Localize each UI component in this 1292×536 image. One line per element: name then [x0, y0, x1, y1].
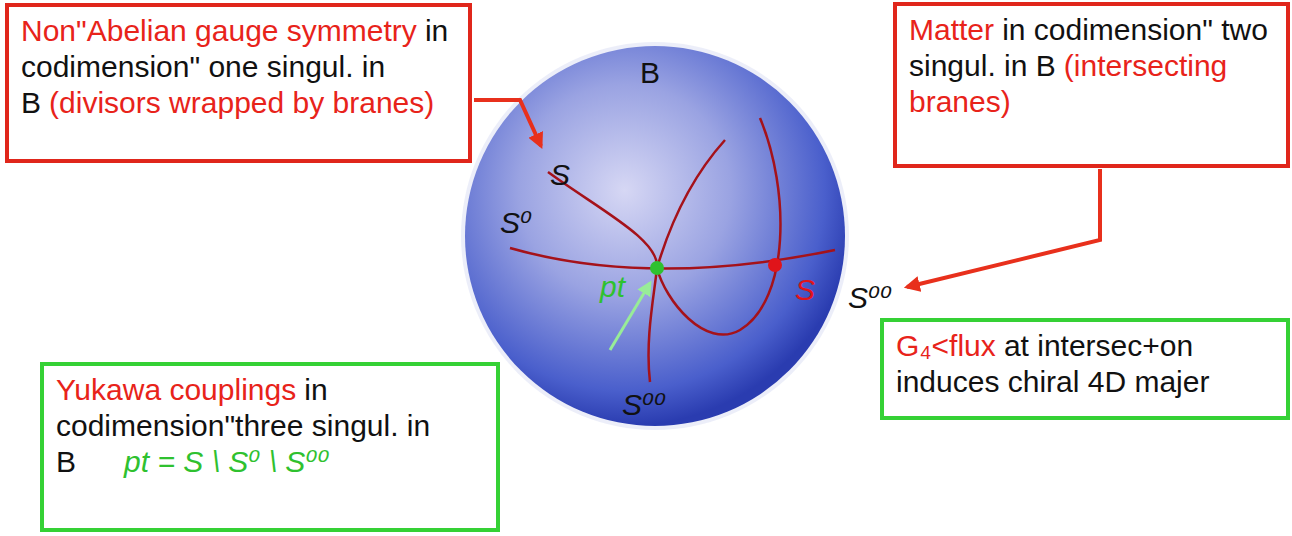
divisor-label: S⁰ — [500, 208, 532, 238]
callout-box: Matterin codimension" two singul. in B(i… — [893, 2, 1290, 168]
ball-halo — [461, 42, 849, 430]
base-ball — [465, 46, 845, 426]
leader-arrow — [907, 169, 1100, 287]
divisor-curve — [510, 248, 835, 269]
divisor-curve — [548, 172, 657, 382]
divisor-curve — [657, 140, 725, 268]
callout-box: Non"Abelian gauge symmetryin codimension… — [5, 3, 472, 163]
divisor-curves — [510, 118, 835, 382]
point-label: pt — [600, 272, 625, 302]
matter-point — [768, 258, 782, 272]
callout-note: (divisors wrapped by branes) — [49, 86, 434, 119]
divisor-label: S⁰⁰ — [848, 283, 892, 313]
space-label: B — [640, 58, 660, 88]
formula: pt = S \ S⁰ \ S⁰⁰ — [124, 445, 329, 478]
note-box: Yukawa couplingsin codimension"three sin… — [40, 362, 500, 532]
callout-heading: Matter — [909, 13, 994, 46]
divisor-curve — [657, 118, 780, 335]
divisor-label: S — [550, 160, 570, 190]
yukawa-point — [650, 261, 664, 275]
curve-label: S — [795, 275, 815, 305]
note-heading: Yukawa couplings — [56, 373, 296, 406]
note-heading: G₄<flux — [896, 329, 996, 362]
divisor-label: S⁰⁰ — [622, 390, 666, 420]
note-box: G₄<fluxat intersec+on induces chiral 4D … — [880, 318, 1290, 420]
leader-arrow — [474, 100, 541, 146]
callout-heading: Non"Abelian gauge symmetry — [21, 14, 417, 47]
